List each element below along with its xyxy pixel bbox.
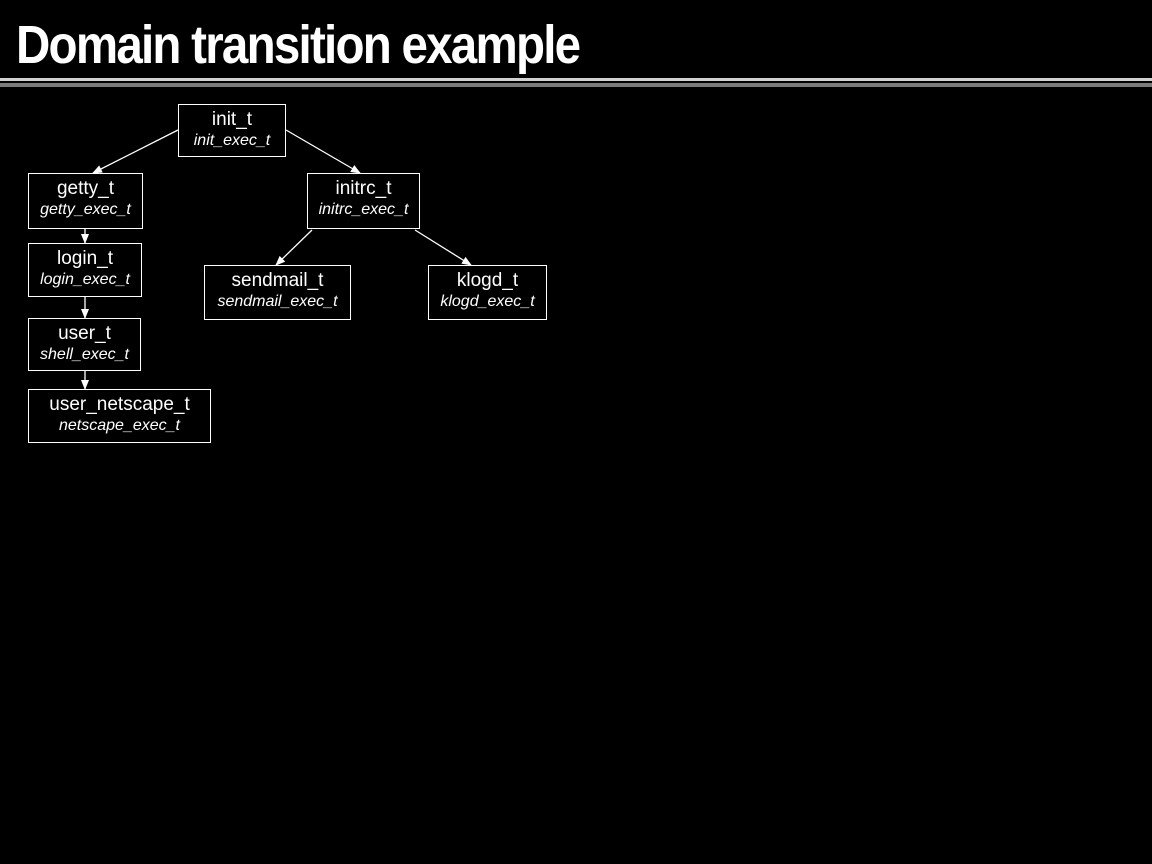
arrow-init-to-getty [92, 129, 179, 174]
node-sendmail: sendmail_t sendmail_exec_t [204, 265, 351, 320]
title-divider [0, 78, 1152, 87]
node-exec-type-label: shell_exec_t [40, 346, 129, 363]
node-initrc: initrc_t initrc_exec_t [307, 173, 420, 229]
node-exec-type-label: sendmail_exec_t [217, 293, 338, 310]
node-exec-type-label: login_exec_t [40, 271, 130, 288]
node-domain-label: init_t [211, 109, 253, 130]
arrow-init-to-initrc [285, 129, 361, 174]
node-domain-label: getty_t [56, 178, 115, 199]
node-domain-label: user_t [58, 323, 111, 344]
node-exec-type-label: initrc_exec_t [318, 201, 409, 218]
node-exec-type-label: getty_exec_t [40, 201, 131, 218]
node-domain-label: login_t [57, 248, 113, 269]
arrow-initrc-to-klogd [414, 229, 472, 266]
node-user-netscape: user_netscape_t netscape_exec_t [28, 389, 211, 443]
node-exec-type-label: klogd_exec_t [440, 293, 535, 310]
node-domain-label: klogd_t [456, 270, 519, 291]
node-login: login_t login_exec_t [28, 243, 142, 297]
node-domain-label: user_netscape_t [49, 394, 190, 415]
node-domain-label: sendmail_t [231, 270, 324, 291]
node-getty: getty_t getty_exec_t [28, 173, 143, 229]
node-domain-label: initrc_t [335, 178, 392, 199]
node-user: user_t shell_exec_t [28, 318, 141, 371]
slide-title: Domain transition example [16, 15, 581, 75]
node-exec-type-label: netscape_exec_t [59, 417, 180, 434]
arrow-initrc-to-sendmail [275, 229, 313, 266]
node-exec-type-label: init_exec_t [193, 132, 271, 149]
node-init: init_t init_exec_t [178, 104, 286, 157]
node-klogd: klogd_t klogd_exec_t [428, 265, 547, 320]
